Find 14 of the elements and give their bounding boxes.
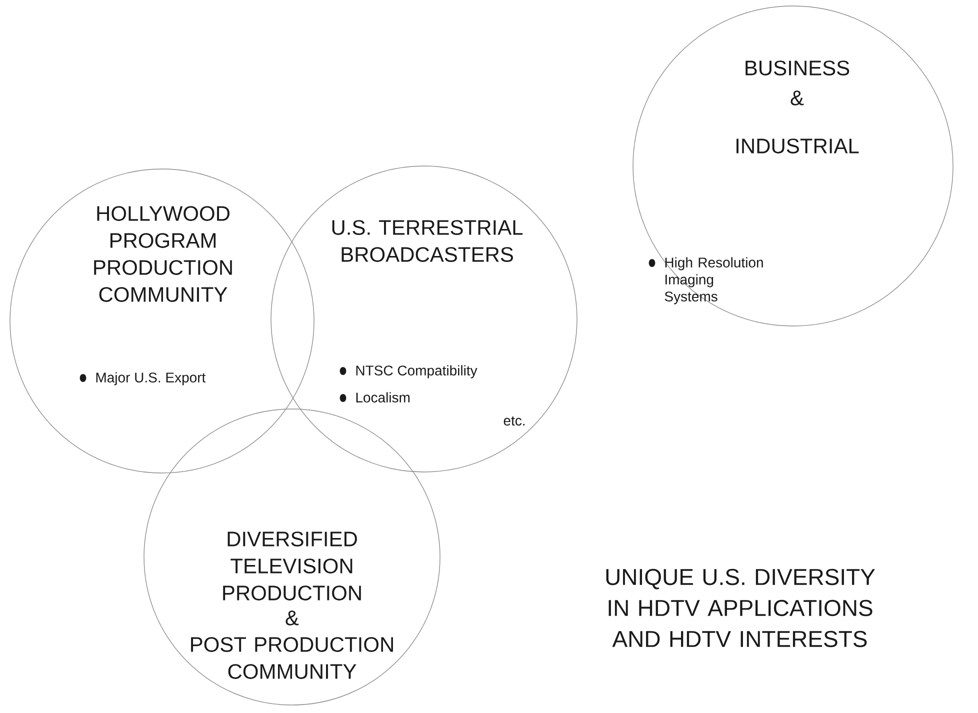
- circle-heading: U.S. TERRESTRIAL BROADCASTERS: [332, 220, 523, 262]
- bullet-item: High Resolution Imaging Systems: [648, 257, 763, 304]
- note-text: etc.: [504, 416, 525, 426]
- bullet-item: Localism: [340, 392, 410, 402]
- circle-heading: DIVERSIFIED TELEVISION PRODUCTION: [223, 532, 361, 600]
- circle-heading: INDUSTRIAL: [736, 138, 859, 154]
- caption-text: UNIQUE U.S. DIVERSITY IN HDTV APPLICATIONS AND HDTV INTERESTS: [606, 568, 875, 648]
- circle-heading: POST PRODUCTION COMMUNITY: [191, 637, 393, 679]
- circle-heading: BUSINESS: [746, 60, 850, 76]
- circle-heading: HOLLYWOOD PROGRAM PRODUCTION COMMUNITY: [94, 206, 232, 302]
- bullet-item: Major U.S. Export: [80, 372, 206, 386]
- circle-heading: &: [790, 90, 804, 106]
- bullet-item: NTSC Compatibility: [340, 365, 478, 378]
- circle-heading: &: [286, 610, 299, 626]
